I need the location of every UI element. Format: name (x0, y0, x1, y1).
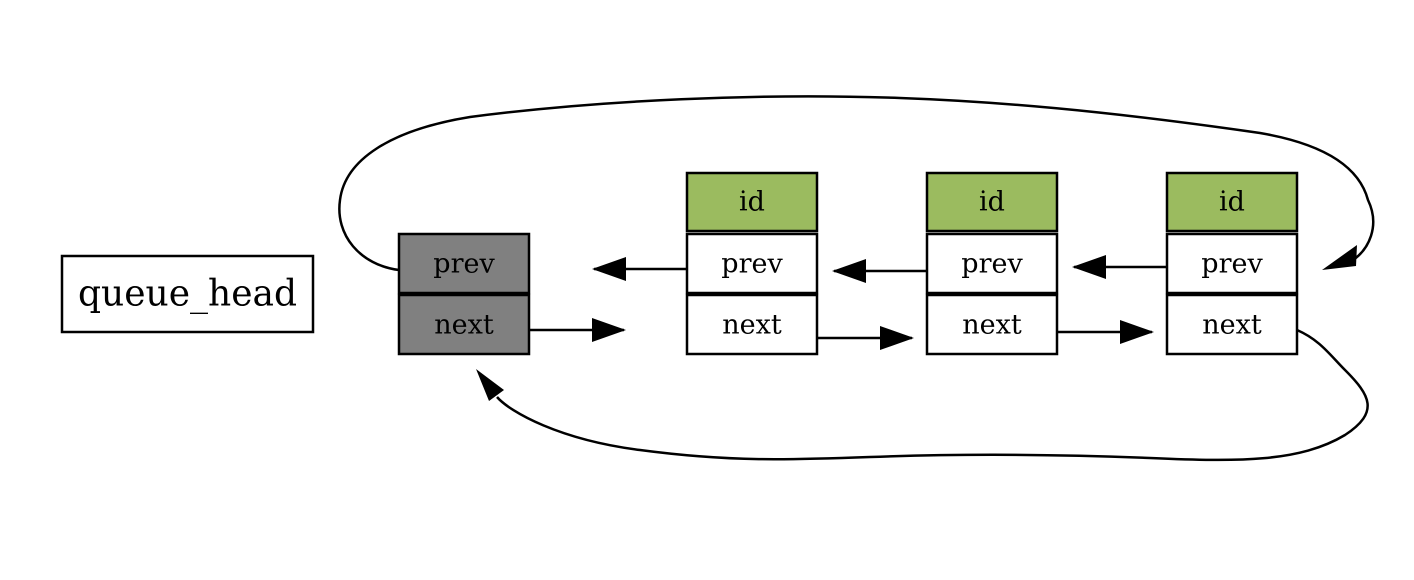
node-prev-cell (685, 232, 819, 295)
node-prev-cell (925, 232, 1059, 295)
arrow-sentinel-prev-loop (338, 95, 1375, 272)
node-next-label: next (962, 310, 1022, 341)
node-id-cell (925, 171, 1059, 233)
node-prev-label: prev (1201, 249, 1263, 280)
arrowhead-sentinel-prev-loop (1322, 245, 1357, 270)
queue-head-label: queue_head (78, 274, 297, 315)
arrowhead-last-next-loop (476, 369, 504, 401)
node-next-cell (925, 293, 1059, 356)
node-next-cell (685, 293, 819, 356)
sentinel-prev-label: prev (433, 249, 495, 280)
node-id-cell (685, 171, 819, 233)
node-prev-cell (1165, 232, 1299, 295)
sentinel-node: prev next (397, 232, 531, 356)
node-next-cell (1165, 293, 1299, 356)
list-node-3: id prev next (1165, 171, 1299, 356)
node-id-label: id (979, 187, 1005, 218)
sentinel-prev-cell (397, 232, 531, 295)
sentinel-next-label: next (434, 310, 494, 341)
node-prev-label: prev (721, 249, 783, 280)
node-prev-label: prev (961, 249, 1023, 280)
node-id-cell (1165, 171, 1299, 233)
node-id-label: id (1219, 187, 1245, 218)
node-next-label: next (722, 310, 782, 341)
queue-head-box: queue_head (60, 254, 315, 334)
node-next-label: next (1202, 310, 1262, 341)
arrow-last-next-loop (496, 328, 1369, 462)
sentinel-next-cell (397, 293, 531, 356)
list-node-2: id prev next (925, 171, 1059, 356)
list-node-1: id prev next (685, 171, 819, 356)
node-id-label: id (739, 187, 765, 218)
